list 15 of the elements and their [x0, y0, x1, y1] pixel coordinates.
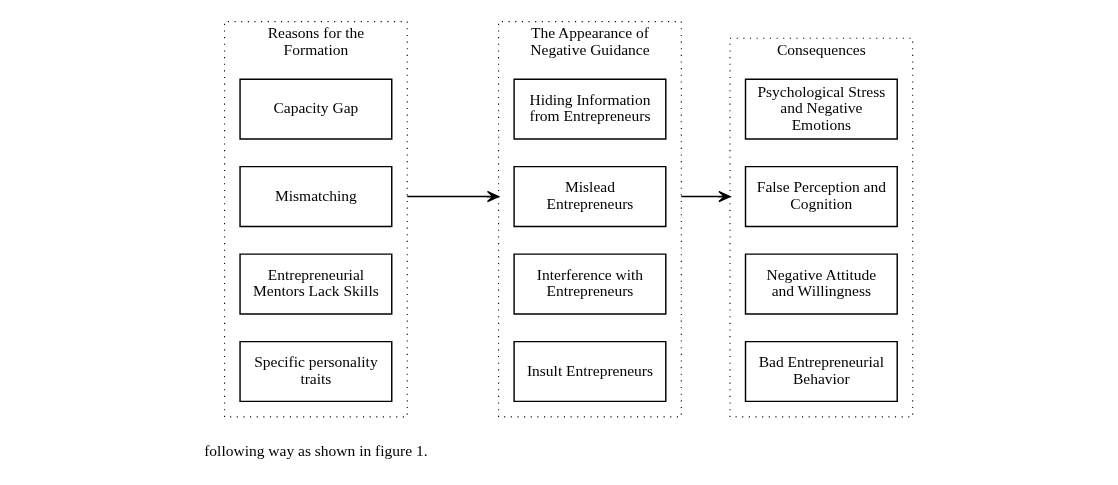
arrow: [680, 190, 731, 203]
arrow: [406, 190, 499, 203]
node-box: Bad Entrepreneurial Behavior: [744, 340, 898, 403]
node-box: Negative Attitude and Willingness: [744, 253, 898, 315]
node-box: Psychological Stress and Negative Emotions: [744, 78, 898, 140]
node-box: Capacity Gap: [238, 78, 392, 140]
label: following way as shown in figure 1.: [203, 442, 428, 460]
node-box: False Perception and Cognition: [744, 165, 898, 228]
node-box: Interference with Entrepreneurs: [512, 253, 666, 315]
node-box: Mislead Entrepreneurs: [512, 165, 666, 228]
node-box: Mismatching: [238, 165, 392, 228]
node-box: Hiding Information from Entrepreneurs: [512, 78, 666, 140]
node-box: Specific personality traits: [238, 340, 392, 403]
node-box: Entrepreneurial Mentors Lack Skills: [238, 253, 392, 315]
node-box: Insult Entrepreneurs: [512, 340, 666, 403]
